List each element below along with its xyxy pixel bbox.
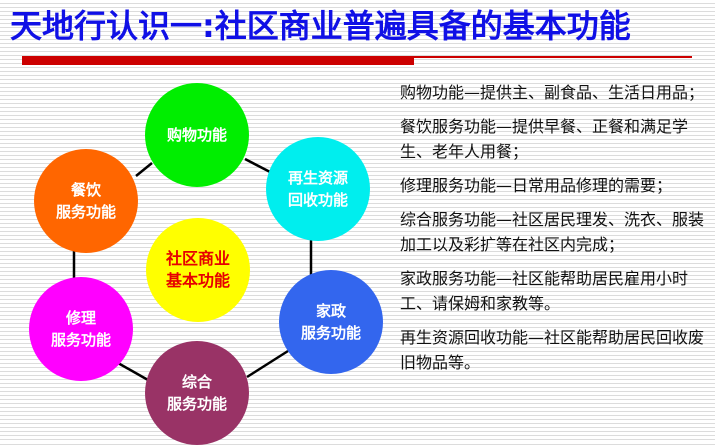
node-label: 修理 xyxy=(65,309,96,327)
node-label: 服务功能 xyxy=(166,395,227,413)
node-label: 服务功能 xyxy=(300,324,361,342)
node-household: 家政 服务功能 xyxy=(279,270,383,374)
description-item: 再生资源回收功能—社区能帮助居民回收废旧物品等。 xyxy=(400,328,705,372)
description-item: 综合服务功能—社区居民理发、洗衣、服装加工以及彩扩等在社区内完成； xyxy=(400,210,705,254)
description-item: 餐饮服务功能—提供早餐、正餐和满足学生、老年人用餐； xyxy=(400,117,689,161)
center-label: 基本功能 xyxy=(165,271,230,290)
node-label: 再生资源 xyxy=(287,169,348,187)
center-label: 社区商业 xyxy=(165,249,230,268)
description-item: 购物功能—提供主、副食品、生活日用品； xyxy=(400,83,705,102)
slide-title: 天地行认识一:社区商业普遍具备的基本功能 xyxy=(10,7,631,45)
node-label: 综合 xyxy=(181,373,212,391)
node-general: 综合 服务功能 xyxy=(145,341,249,445)
title-underline-thick xyxy=(22,56,414,65)
node-catering: 餐饮 服务功能 xyxy=(34,149,138,253)
node-repair: 修理 服务功能 xyxy=(29,277,133,381)
description-item: 家政服务功能—社区能帮助居民雇用小时工、请保姆和家教等。 xyxy=(400,269,689,313)
node-center: 社区商业 基本功能 xyxy=(146,218,250,322)
node-recycling: 再生资源 回收功能 xyxy=(266,137,370,241)
node-label: 购物功能 xyxy=(166,126,227,144)
title-underline-thin xyxy=(414,56,692,58)
node-label: 服务功能 xyxy=(55,203,116,221)
node-label: 服务功能 xyxy=(50,331,111,349)
node-label: 回收功能 xyxy=(287,191,348,209)
node-label: 家政 xyxy=(315,302,346,320)
node-label: 餐饮 xyxy=(70,181,101,199)
description-item: 修理服务功能—日常用品修理的需要； xyxy=(400,176,673,195)
function-descriptions: 购物功能—提供主、副食品、生活日用品； 餐饮服务功能—提供早餐、正餐和满足学生、… xyxy=(400,80,705,384)
node-shopping: 购物功能 xyxy=(145,83,249,187)
